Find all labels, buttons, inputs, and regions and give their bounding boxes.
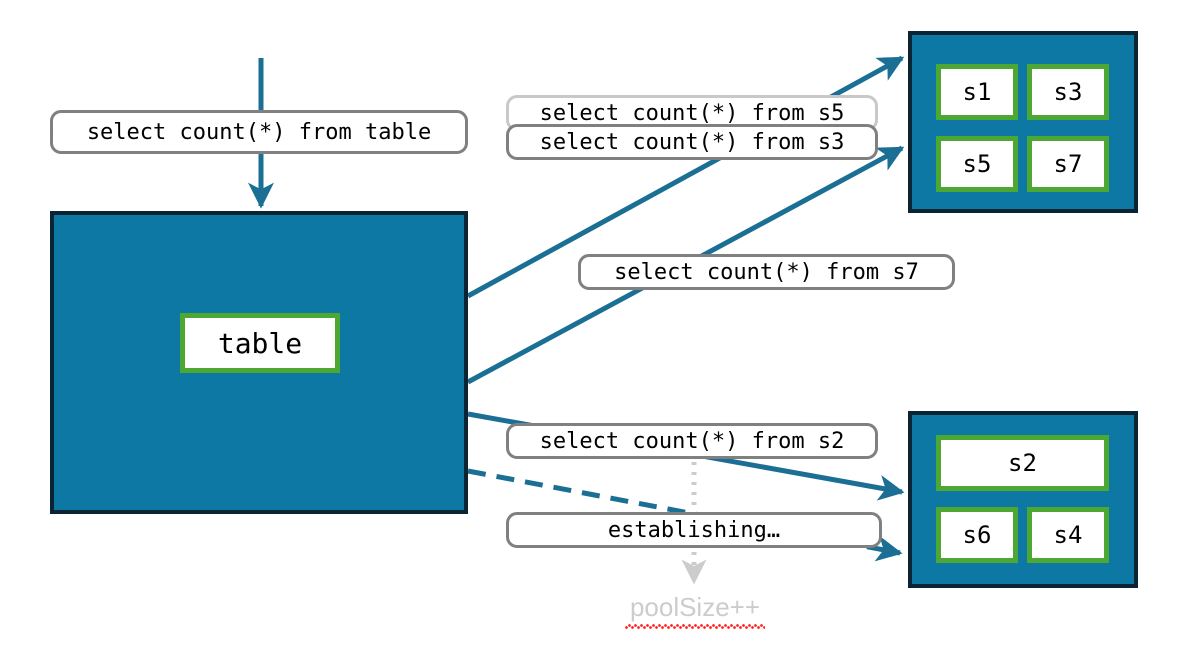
query-label-s7[interactable]: select count(*) from s7 xyxy=(578,254,955,290)
node-s5[interactable]: s5 xyxy=(936,136,1018,192)
node-s6[interactable]: s6 xyxy=(936,507,1018,563)
query-label-s3[interactable]: select count(*) from s3 xyxy=(506,124,878,160)
node-s2[interactable]: s2 xyxy=(936,435,1109,491)
status-label-establishing[interactable]: establishing… xyxy=(506,512,882,548)
query-label-s2[interactable]: select count(*) from s2 xyxy=(506,423,878,459)
node-table[interactable]: table xyxy=(180,313,340,373)
node-s4[interactable]: s4 xyxy=(1027,507,1109,563)
node-s7[interactable]: s7 xyxy=(1027,136,1109,192)
spellcheck-underline xyxy=(625,624,765,629)
node-s3[interactable]: s3 xyxy=(1027,64,1109,120)
pool-size-text: poolSize++ xyxy=(629,592,761,622)
query-label-table[interactable]: select count(*) from table xyxy=(50,110,468,154)
pool-size-annotation: poolSize++ xyxy=(600,592,790,629)
node-s1[interactable]: s1 xyxy=(936,64,1018,120)
